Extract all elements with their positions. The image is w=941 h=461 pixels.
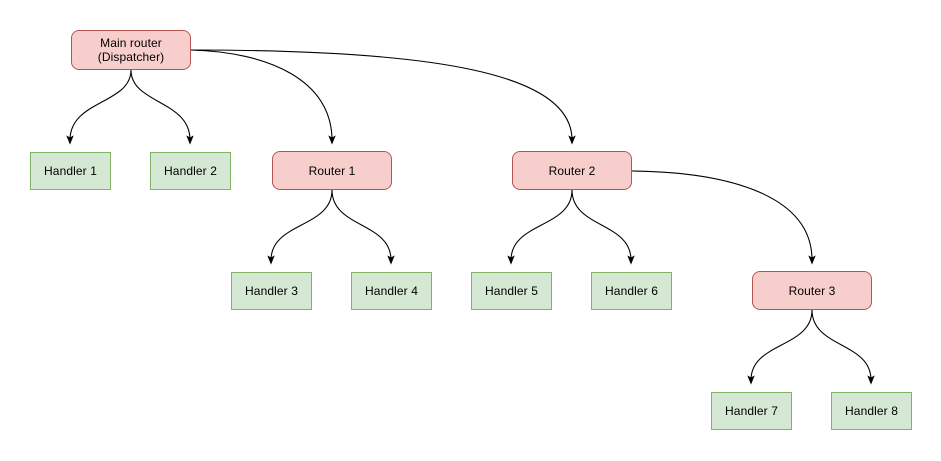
- edge-router-2-to-handler-6: [571, 189, 635, 265]
- node-handler-8[interactable]: Handler 8: [831, 392, 912, 430]
- node-label-main-router: Main router (Dispatcher): [97, 36, 165, 64]
- node-label-handler-2: Handler 2: [164, 164, 217, 178]
- node-label-handler-5: Handler 5: [485, 284, 538, 298]
- node-handler-3[interactable]: Handler 3: [231, 272, 312, 310]
- edge-router-1-to-handler-4: [331, 189, 395, 265]
- edge-router-3-to-handler-8: [811, 309, 875, 385]
- node-label-handler-7: Handler 7: [725, 404, 778, 418]
- node-label-router-3: Router 3: [788, 283, 836, 298]
- node-router-1[interactable]: Router 1: [272, 151, 392, 190]
- node-label-router-2: Router 2: [548, 163, 596, 178]
- node-label-handler-6: Handler 6: [605, 284, 658, 298]
- edge-main-to-router-1: [190, 49, 336, 145]
- node-handler-2[interactable]: Handler 2: [150, 152, 231, 190]
- node-label-handler-1: Handler 1: [44, 164, 97, 178]
- edge-main-to-handler-2: [130, 69, 194, 145]
- node-handler-6[interactable]: Handler 6: [591, 272, 672, 310]
- node-router-2[interactable]: Router 2: [512, 151, 632, 190]
- edge-router-3-to-handler-7: [747, 309, 813, 385]
- edge-main-to-handler-1: [66, 69, 132, 145]
- node-main-router[interactable]: Main router (Dispatcher): [71, 30, 191, 70]
- edge-router-1-to-handler-3: [267, 189, 333, 265]
- edges-group: [66, 49, 875, 385]
- node-handler-7[interactable]: Handler 7: [711, 392, 792, 430]
- edge-router-2-to-router-3: [631, 170, 816, 265]
- edge-router-2-to-handler-5: [507, 189, 573, 265]
- node-handler-5[interactable]: Handler 5: [471, 272, 552, 310]
- node-handler-1[interactable]: Handler 1: [30, 152, 111, 190]
- node-label-handler-8: Handler 8: [845, 404, 898, 418]
- node-router-3[interactable]: Router 3: [752, 271, 872, 310]
- node-handler-4[interactable]: Handler 4: [351, 272, 432, 310]
- node-label-handler-3: Handler 3: [245, 284, 298, 298]
- node-label-router-1: Router 1: [308, 163, 356, 178]
- node-label-handler-4: Handler 4: [365, 284, 418, 298]
- edge-main-to-router-2: [190, 49, 576, 145]
